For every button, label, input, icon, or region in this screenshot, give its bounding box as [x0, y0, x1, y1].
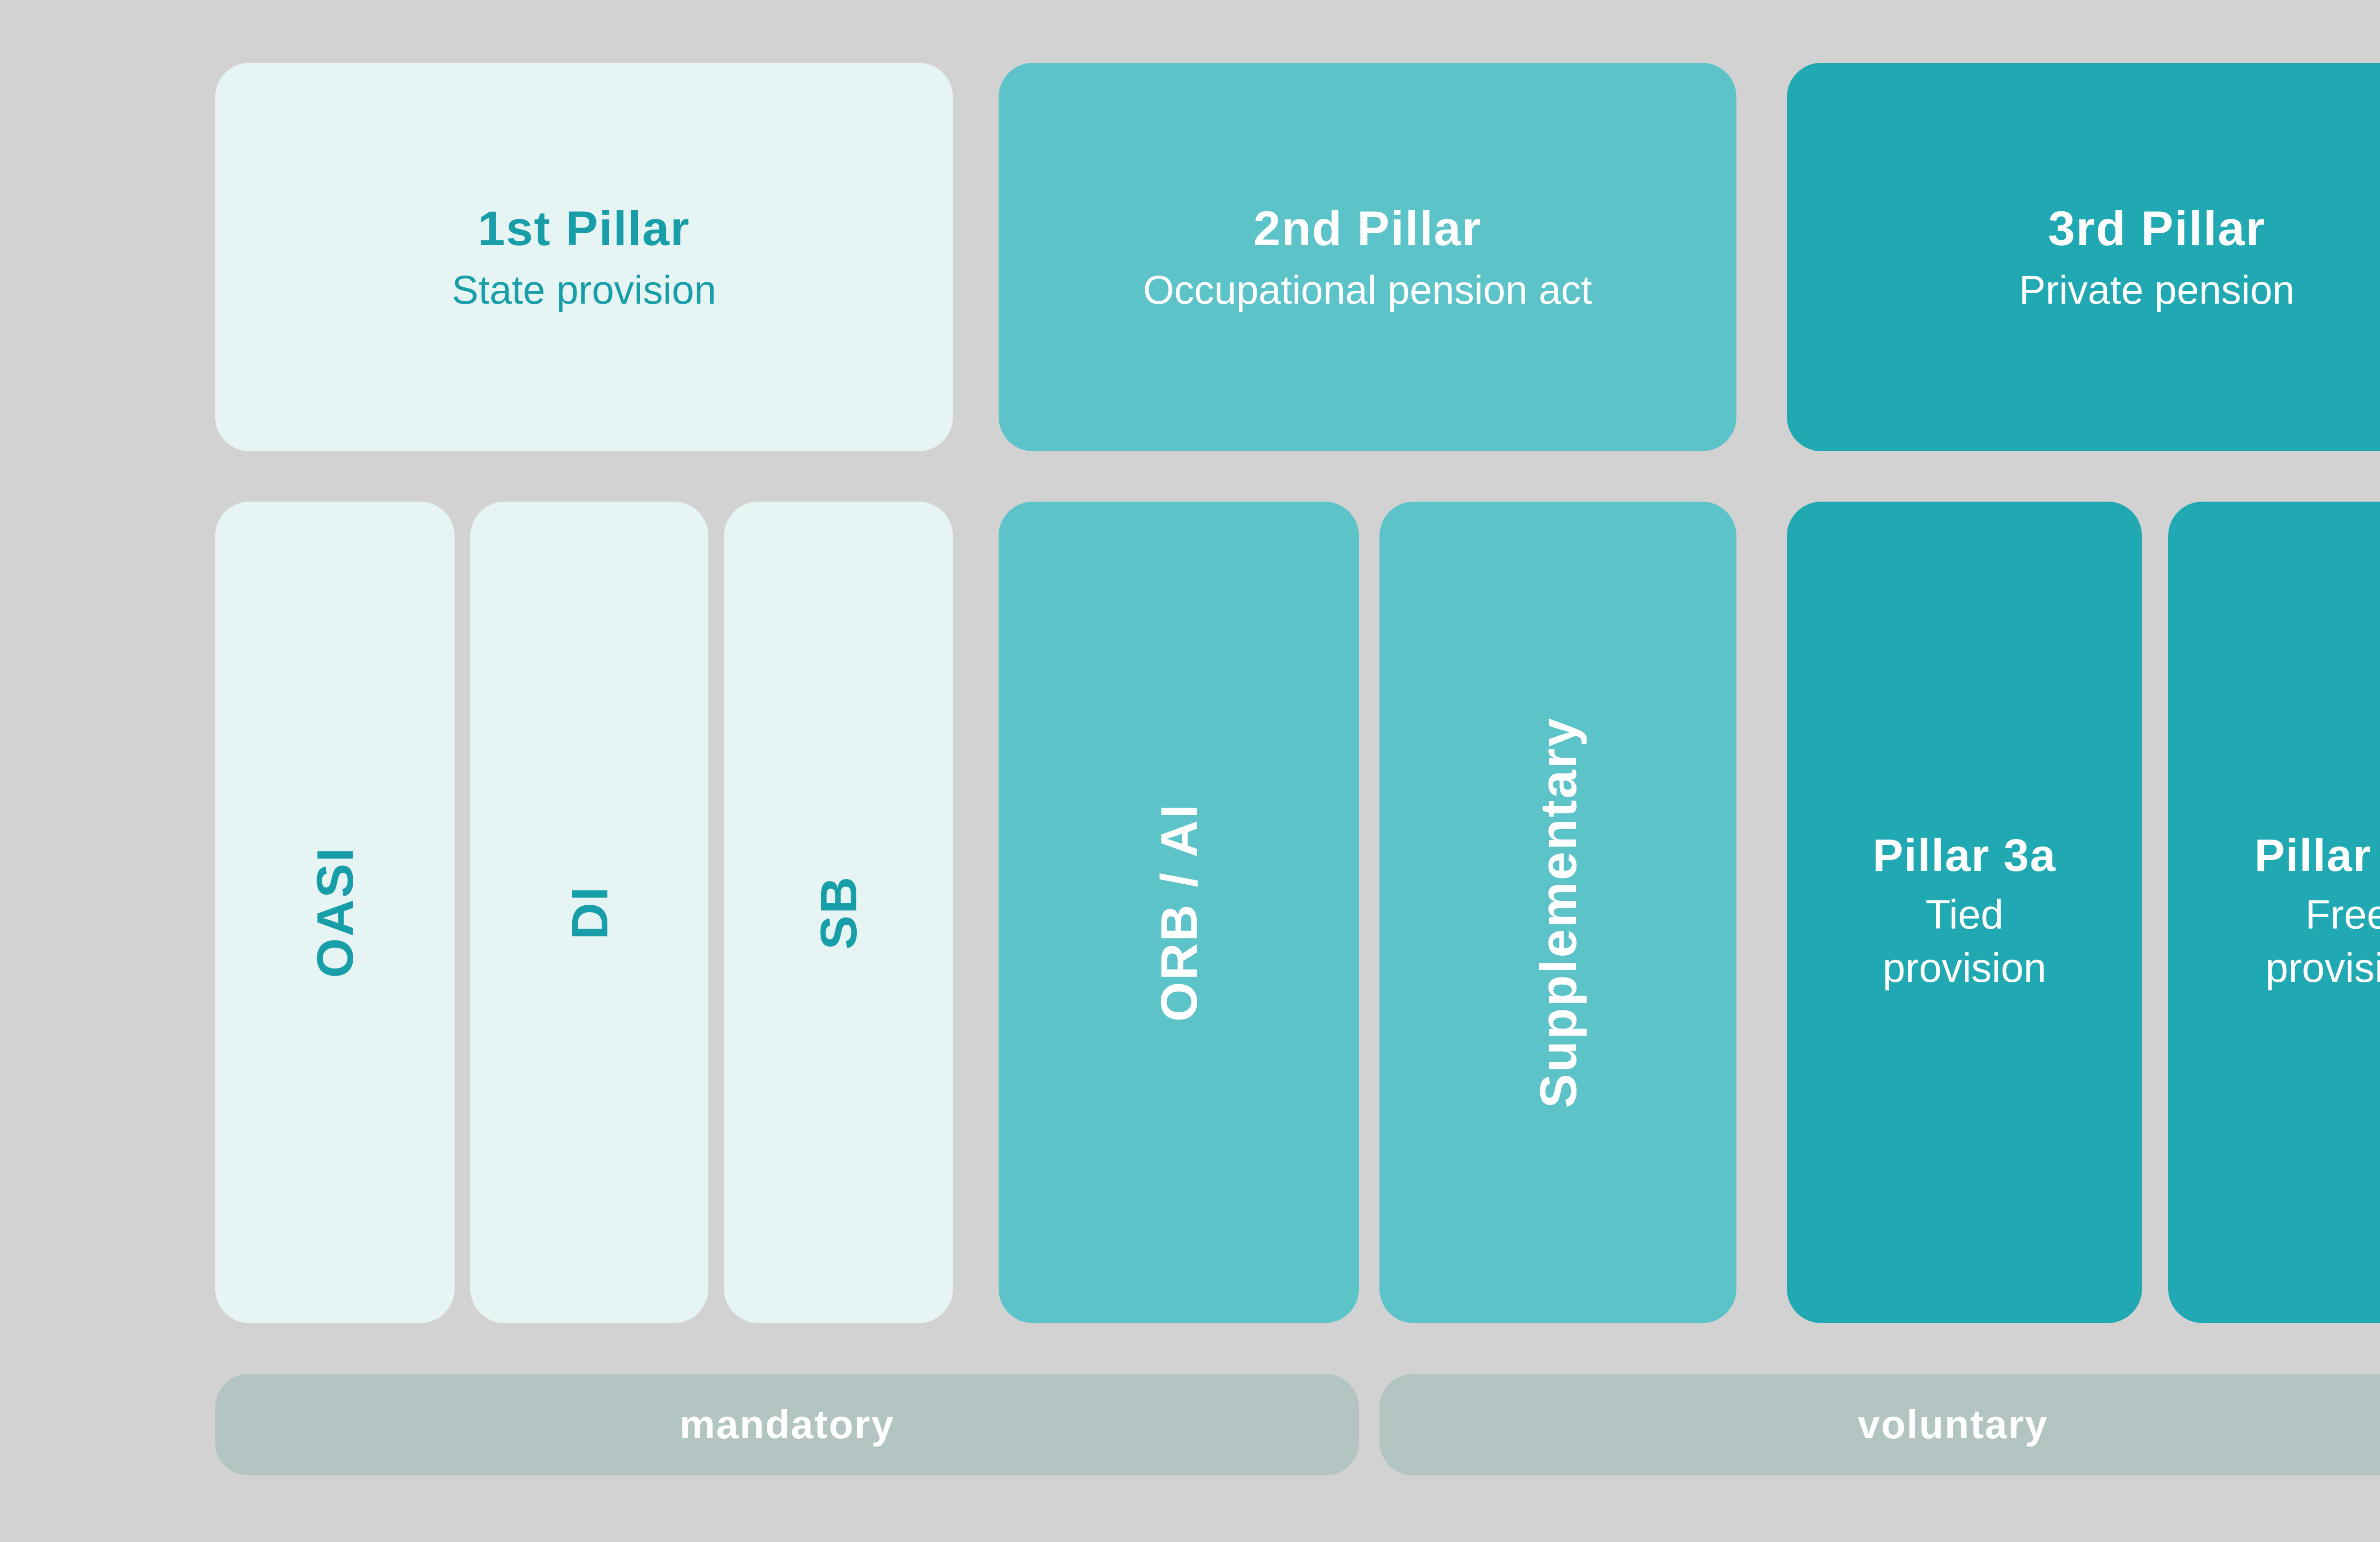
column-oasi-label: OASI	[306, 846, 364, 979]
pillar-3b-subtitle: Free provision	[2265, 892, 2380, 991]
column-pillar-3a: Pillar 3a Tied provision	[1787, 502, 2142, 1323]
pillar1-title: 1st Pillar	[478, 201, 690, 256]
column-sb-label: SB	[810, 875, 867, 950]
pillar3-header-card: 3rd Pillar Private pension	[1787, 63, 2380, 451]
pillar1-header-card: 1st Pillar State provision	[215, 63, 953, 451]
column-oasi: OASI	[215, 502, 455, 1323]
pillar-3a-title: Pillar 3a	[1873, 830, 2056, 881]
column-pillar-3b: Pillar 3b Free provision	[2168, 502, 2380, 1323]
pillar2-header-card: 2nd Pillar Occupational pension act	[999, 63, 1736, 451]
column-supplementary-label: Supplementary	[1529, 716, 1587, 1108]
pillar-3a-subtitle: Tied provision	[1882, 892, 2047, 991]
footer-voluntary-bar: voluntary	[1379, 1374, 2380, 1475]
footer-mandatory-label: mandatory	[679, 1402, 895, 1447]
pillar3-subtitle: Private pension	[2019, 267, 2295, 312]
pillar2-title: 2nd Pillar	[1253, 201, 1482, 256]
column-orb-ai-label: ORB / AI	[1150, 803, 1208, 1022]
pillar3-title: 3rd Pillar	[2048, 201, 2266, 256]
footer-mandatory-bar: mandatory	[215, 1374, 1359, 1475]
pillar2-subtitle: Occupational pension act	[1143, 267, 1592, 312]
column-supplementary: Supplementary	[1379, 502, 1736, 1323]
column-di-label: DI	[560, 885, 618, 940]
column-orb-ai: ORB / AI	[999, 502, 1359, 1323]
column-di: DI	[470, 502, 708, 1323]
column-sb: SB	[724, 502, 953, 1323]
pillar-3b-title: Pillar 3b	[2254, 830, 2380, 881]
footer-voluntary-label: voluntary	[1857, 1402, 2049, 1447]
pillar1-subtitle: State provision	[452, 267, 716, 312]
